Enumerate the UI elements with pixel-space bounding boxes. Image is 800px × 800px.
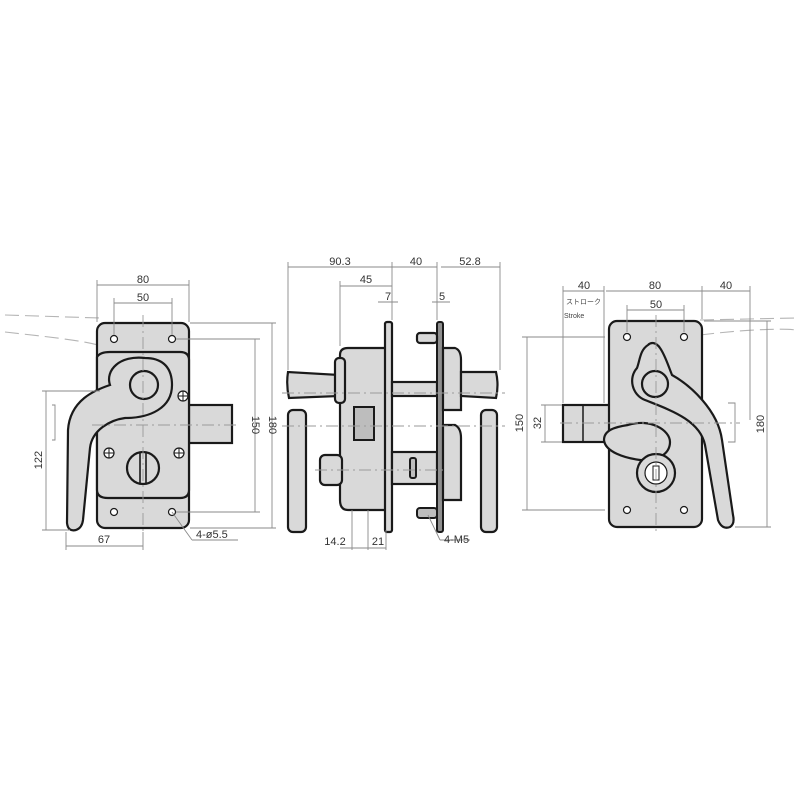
front-view-dimensions: 80 50 150 180 122 67 4-ø5.5 bbox=[33, 274, 278, 550]
dim-side-14-2: 14.2 bbox=[324, 536, 345, 548]
dim-side-7: 7 bbox=[385, 291, 391, 303]
dim-front-handle-122: 122 bbox=[33, 451, 45, 469]
dim-front-offset-67: 67 bbox=[98, 534, 110, 546]
latch-bolt bbox=[186, 403, 234, 445]
mounting-hole-icon bbox=[622, 332, 689, 515]
outer-escutcheon-top bbox=[441, 346, 463, 412]
stud-bottom bbox=[416, 507, 438, 519]
handle-swing-phantom bbox=[699, 317, 796, 321]
stud-top bbox=[415, 331, 439, 345]
dim-side-screws: 4-M5 bbox=[444, 534, 469, 546]
latch-bolt-back bbox=[561, 403, 613, 444]
dim-front-pitch-150: 150 bbox=[249, 416, 261, 434]
lever-handle bbox=[65, 356, 174, 532]
dim-front-width-80: 80 bbox=[137, 274, 149, 286]
dim-side-45: 45 bbox=[360, 274, 372, 286]
dim-back-handle-40: 40 bbox=[720, 280, 732, 292]
dim-side-90-3: 90.3 bbox=[329, 256, 350, 268]
dim-back-width-80: 80 bbox=[649, 280, 661, 292]
dim-front-height-180: 180 bbox=[266, 416, 278, 434]
outer-escutcheon-bottom bbox=[441, 423, 463, 502]
dim-front-holes: 4-ø5.5 bbox=[196, 529, 228, 541]
dim-front-pitch-50: 50 bbox=[137, 292, 149, 304]
spindle bbox=[390, 380, 439, 398]
dim-side-40: 40 bbox=[410, 256, 422, 268]
dim-side-52-8: 52.8 bbox=[459, 256, 480, 268]
dim-side-5: 5 bbox=[439, 291, 445, 303]
screw-icon bbox=[103, 390, 189, 459]
outer-handle-lever bbox=[479, 408, 499, 534]
inner-plate bbox=[383, 320, 394, 534]
cylinder-cover bbox=[602, 421, 672, 462]
dim-back-stroke-40: 40 bbox=[578, 280, 590, 292]
inner-handle-lever bbox=[286, 408, 308, 534]
latch-window bbox=[353, 406, 375, 441]
dim-back-pitch-50: 50 bbox=[650, 299, 662, 311]
front-view bbox=[4, 314, 240, 535]
dim-back-bolt-32: 32 bbox=[532, 417, 544, 429]
back-view bbox=[560, 315, 797, 535]
dim-side-21: 21 bbox=[372, 536, 384, 548]
side-view-dimensions: 90.3 40 52.8 45 7 5 14.2 21 4-M5 bbox=[287, 256, 501, 550]
side-view bbox=[282, 320, 505, 534]
handle-spindle-back bbox=[640, 369, 670, 399]
dim-back-height-180: 180 bbox=[755, 415, 767, 433]
mounting-hole-icon bbox=[109, 334, 177, 517]
stroke-label-en: Stroke bbox=[564, 313, 584, 320]
inner-handle-hub bbox=[286, 370, 342, 400]
stroke-label-jp: ストローク bbox=[566, 298, 601, 306]
handle-swing-phantom bbox=[699, 328, 797, 336]
handle-spindle bbox=[128, 369, 160, 401]
back-view-dimensions: 40 ストローク Stroke 80 50 40 150 32 180 bbox=[514, 280, 771, 528]
dim-back-pitch-150: 150 bbox=[514, 414, 526, 432]
outer-handle-hub bbox=[459, 370, 499, 400]
handle-swing-phantom bbox=[4, 331, 99, 346]
handle-swing-phantom bbox=[4, 314, 101, 319]
